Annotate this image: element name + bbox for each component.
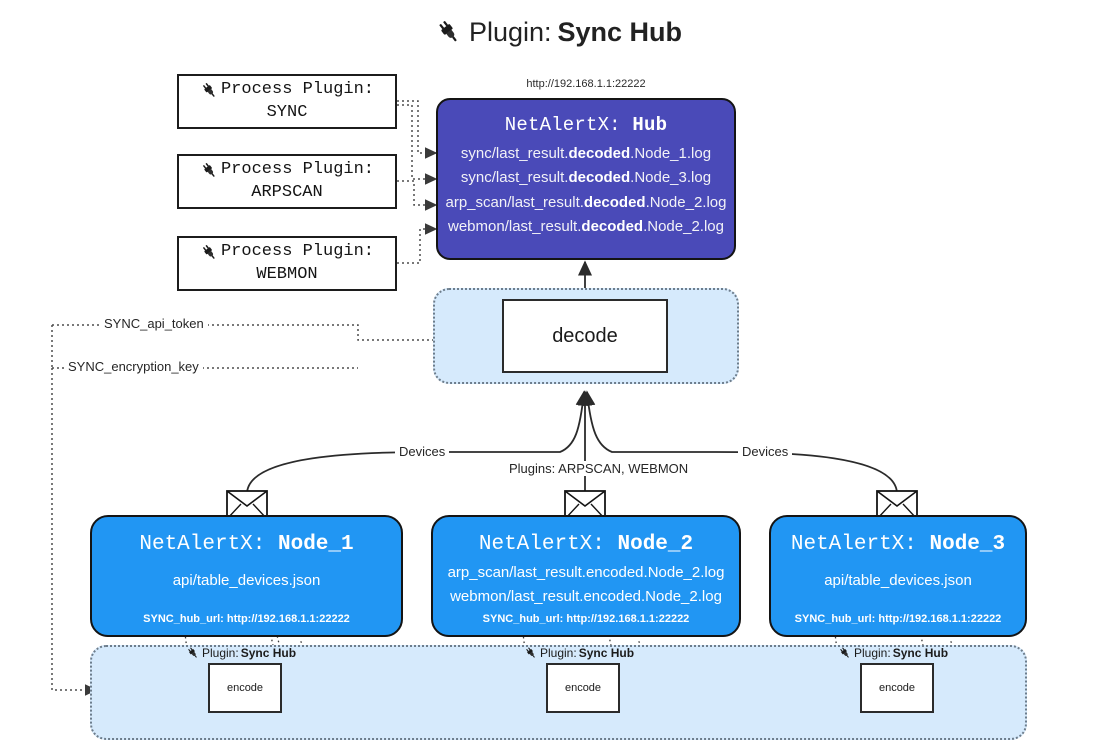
plug-icon	[200, 161, 219, 180]
hub-logline-1: sync/last_result.decoded.Node_1.log	[460, 145, 712, 162]
encode-caption-name: Sync Hub	[240, 646, 297, 660]
hub-card[interactable]: NetAlertX: Hub sync/last_result.decoded.…	[436, 98, 736, 260]
encode-caption-name: Sync Hub	[578, 646, 635, 660]
encode-box-2[interactable]: encode	[546, 663, 620, 713]
node-line: api/table_devices.json	[824, 572, 972, 589]
hub-logline-2: sync/last_result.decoded.Node_3.log	[460, 169, 712, 187]
process-plugin-webmon[interactable]: Process Plugin: WEBMON	[177, 236, 397, 291]
hub-url: http://192.168.1.1:22222	[526, 78, 646, 90]
encode-caption-3: Plugin: Sync Hub	[838, 646, 948, 660]
page-title: Plugin: Sync Hub	[0, 16, 1117, 48]
node-card-2[interactable]: NetAlertX: Node_2 arp_scan/last_result.e…	[431, 515, 741, 637]
node-line: arp_scan/last_result.encoded.Node_2.log	[447, 564, 725, 581]
process-plugin-label: Process Plugin:	[220, 79, 375, 99]
encode-caption-name: Sync Hub	[892, 646, 949, 660]
encode-caption-prefix: Plugin:	[854, 646, 891, 660]
node-card-1[interactable]: NetAlertX: Node_1 api/table_devices.json…	[90, 515, 403, 637]
node-line: api/table_devices.json	[172, 572, 321, 589]
plugin-to-hub-edges	[397, 100, 438, 264]
process-plugin-name: SYNC	[266, 102, 308, 122]
envelope-icon	[876, 490, 918, 520]
decode-box[interactable]: decode	[502, 299, 668, 373]
hub-title: NetAlertX: Hub	[504, 114, 668, 136]
node-title: NetAlertX: Node_3	[790, 533, 1006, 556]
plug-icon	[186, 646, 200, 660]
encode-caption-2: Plugin: Sync Hub	[524, 646, 634, 660]
plug-icon	[200, 81, 219, 100]
node-footer: SYNC_hub_url: http://192.168.1.1:22222	[794, 613, 1002, 625]
envelope-icon	[226, 490, 268, 520]
process-plugin-arpscan[interactable]: Process Plugin: ARPSCAN	[177, 154, 397, 209]
node-footer: SYNC_hub_url: http://192.168.1.1:22222	[482, 613, 690, 625]
plug-icon	[435, 18, 463, 46]
setting-label-sync-api-token: SYNC_api_token	[100, 316, 208, 331]
process-plugin-label: Process Plugin:	[220, 241, 375, 261]
setting-label-sync-encryption-key: SYNC_encryption_key	[64, 359, 203, 374]
node-card-3[interactable]: NetAlertX: Node_3 api/table_devices.json…	[769, 515, 1027, 637]
edge-label-devices-left: Devices	[395, 444, 450, 459]
plug-icon	[200, 243, 219, 262]
page-title-name: Sync Hub	[557, 17, 683, 47]
node-title: NetAlertX: Node_1	[139, 533, 354, 556]
node-footer: SYNC_hub_url: http://192.168.1.1:22222	[143, 613, 350, 625]
plug-icon	[524, 646, 538, 660]
encode-caption-prefix: Plugin:	[202, 646, 239, 660]
node-to-decode-edges	[246, 390, 898, 495]
process-plugin-name: ARPSCAN	[251, 182, 323, 202]
encode-caption-prefix: Plugin:	[540, 646, 577, 660]
encode-box-3[interactable]: encode	[860, 663, 934, 713]
encode-caption-1: Plugin: Sync Hub	[186, 646, 296, 660]
plug-icon	[838, 646, 852, 660]
hub-logline-4: webmon/last_result.decoded.Node_2.log	[448, 217, 724, 235]
edge-label-devices-right: Devices	[738, 444, 793, 459]
edge-label-plugins: Plugins: ARPSCAN, WEBMON	[505, 461, 693, 476]
process-plugin-sync[interactable]: Process Plugin: SYNC	[177, 74, 397, 129]
encode-box-1[interactable]: encode	[208, 663, 282, 713]
hub-logline-3: arp_scan/last_result.decoded.Node_2.log	[445, 193, 727, 211]
process-plugin-label: Process Plugin:	[220, 159, 375, 179]
node-title: NetAlertX: Node_2	[478, 533, 694, 556]
process-plugin-name: WEBMON	[256, 264, 318, 284]
page-title-prefix: Plugin:	[468, 17, 552, 47]
node-line: webmon/last_result.encoded.Node_2.log	[450, 588, 722, 605]
